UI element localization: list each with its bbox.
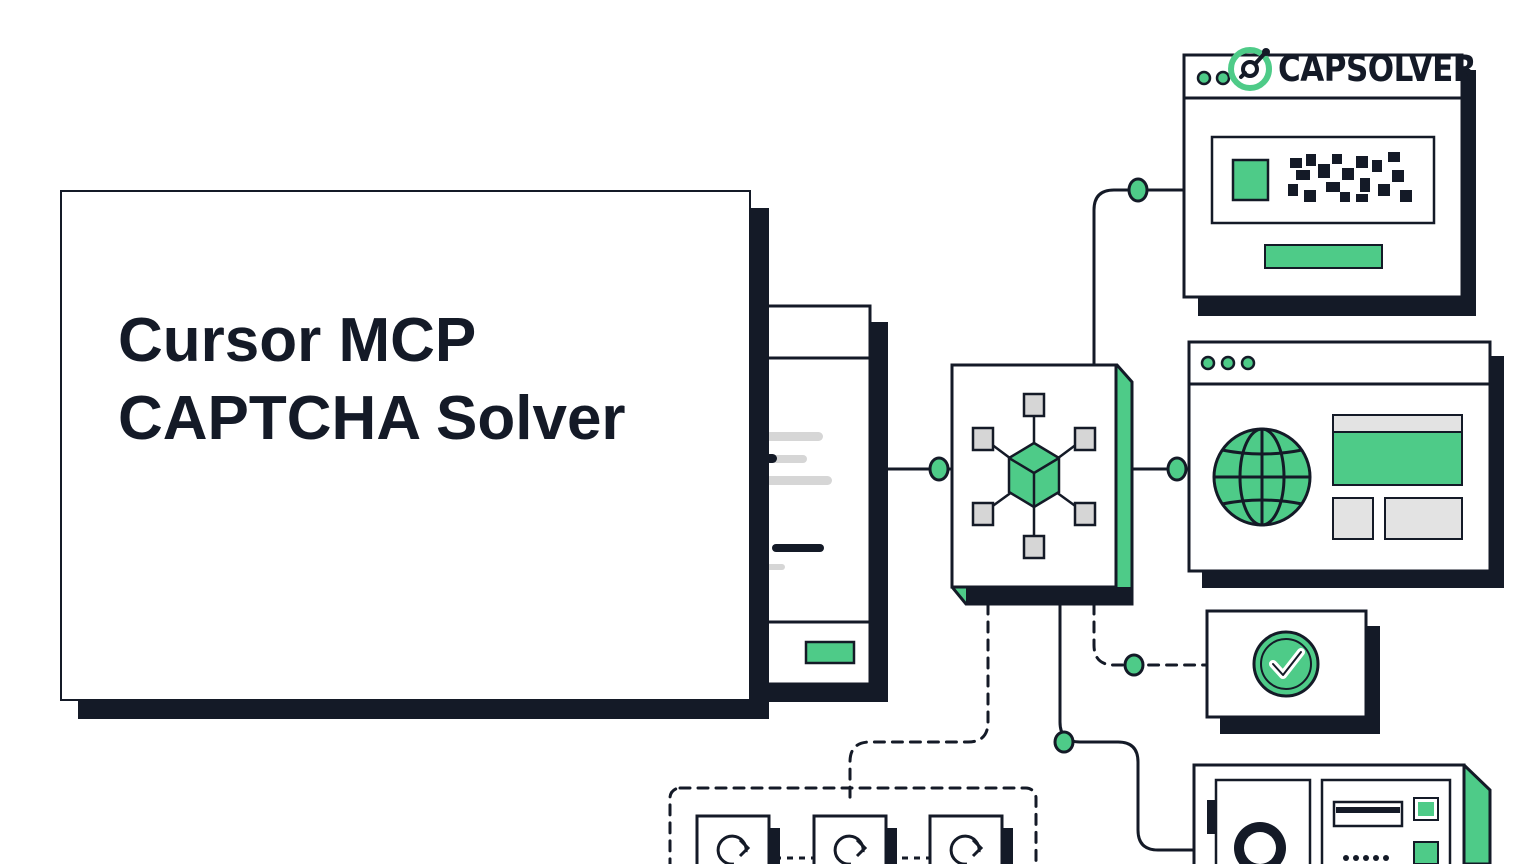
brand-name: CAPSOLVER [1278,47,1477,91]
connector-line [1058,602,1197,852]
captcha-distorted-text-icon [1288,152,1412,202]
title-line-1: Cursor MCP [118,306,477,375]
title-line-2: CAPTCHA Solver [118,384,626,453]
connector-node [1127,177,1149,203]
browser-window [1187,340,1504,588]
capsolver-logo-icon [1228,47,1272,91]
connector-node [1166,456,1188,482]
connector-node [928,456,950,482]
connector-line-dashed [1092,602,1208,667]
refresh-box [812,814,897,864]
connector-node [1053,730,1075,754]
capsolver-brand: CAPSOLVER [1228,47,1477,91]
connector-node [1123,653,1145,677]
title-card: Cursor MCP CAPTCHA Solver [60,190,751,701]
hub-box [950,363,1134,606]
refresh-box [695,814,780,864]
page-title: Cursor MCP CAPTCHA Solver [118,302,626,458]
captcha-window [1182,53,1476,316]
device-box [1192,763,1492,864]
connector-line [1092,188,1185,367]
connector-line-dashed [848,602,990,802]
checkmark-icon [1252,630,1320,698]
globe-icon [1212,427,1312,527]
success-box [1205,609,1380,734]
refresh-boxes [695,814,1013,864]
dashed-group-border [668,786,1038,864]
cube-network-icon [971,392,1097,560]
refresh-box [928,814,1013,864]
